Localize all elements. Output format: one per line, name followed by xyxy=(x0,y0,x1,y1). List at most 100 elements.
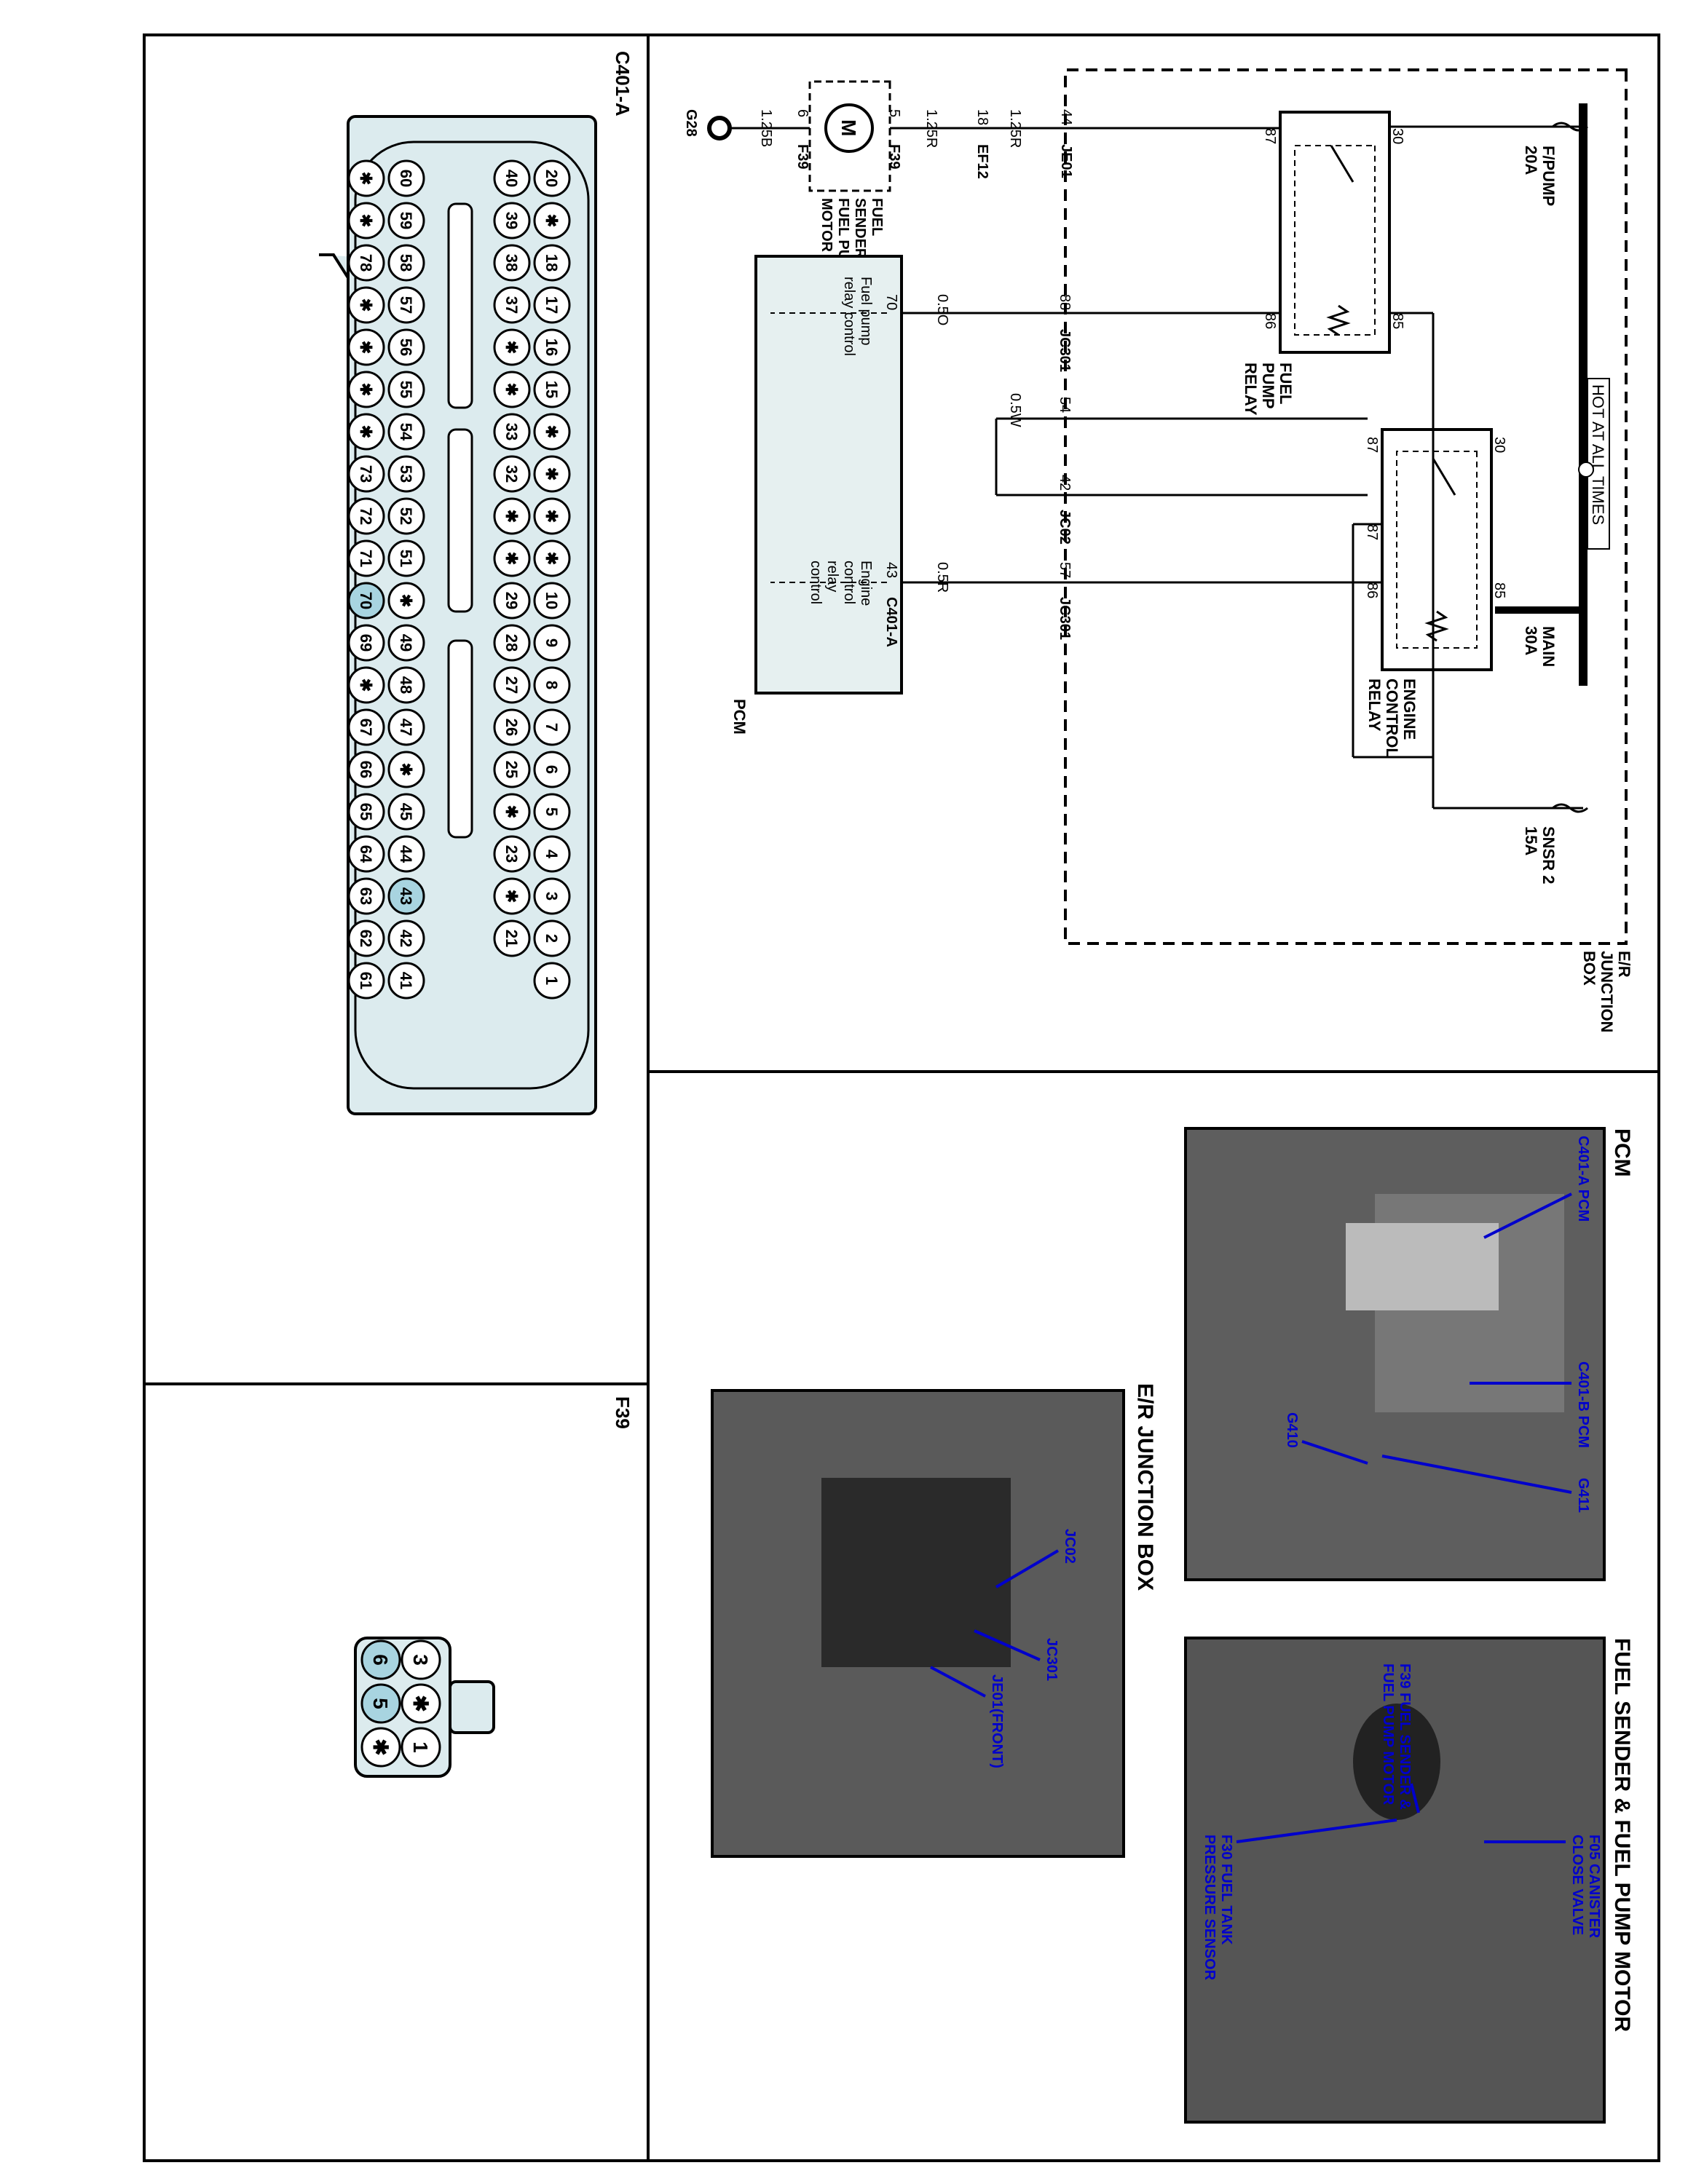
c401a-pin-label: 5 xyxy=(543,807,561,816)
er-junction-box-label: E/R JUNCTION BOX xyxy=(1580,951,1633,1032)
c401a-pin-label: 47 xyxy=(397,719,415,736)
c401a-pin-label: 45 xyxy=(397,803,415,820)
er-photo-labels: JC02 JC301 JE01(FRONT) xyxy=(989,1529,1078,1768)
svg-text:PRESSURE SENSOR: PRESSURE SENSOR xyxy=(1202,1835,1218,1981)
c401a-pin-label: ✱ xyxy=(543,510,561,523)
c401a-pin xyxy=(493,666,531,704)
svg-text:SENDER &: SENDER & xyxy=(852,198,868,273)
c401a-pin xyxy=(347,286,385,324)
svg-text:JC301: JC301 xyxy=(1057,597,1073,640)
c401a-pin-label: 65 xyxy=(357,803,375,820)
c401a-pin xyxy=(533,582,571,620)
c401a-pin xyxy=(347,708,385,746)
c401a-pin-label: 70 xyxy=(357,592,375,609)
pcm-photo-title: PCM xyxy=(1610,1128,1634,1177)
c401a-pin-label: 27 xyxy=(502,676,521,694)
c401a-pin xyxy=(347,751,385,788)
c401a-pin xyxy=(533,371,571,408)
c401a-pin-label: 8 xyxy=(543,681,561,689)
f39-pin-label: 5 xyxy=(369,1698,392,1709)
svg-text:EF12: EF12 xyxy=(974,144,990,179)
c401a-pin-label: 18 xyxy=(543,254,561,272)
er-photo-title: E/R JUNCTION BOX xyxy=(1133,1383,1157,1591)
svg-text:RELAY: RELAY xyxy=(1242,363,1260,416)
hot-at-all-times-label: HOT AT ALL TIMES xyxy=(1578,378,1610,550)
c401a-pin-label: ✱ xyxy=(502,510,521,523)
svg-text:FUEL: FUEL xyxy=(869,198,885,236)
c401a-pin-label: ✱ xyxy=(502,552,521,565)
engine-control-relay-coil-area xyxy=(1396,451,1478,649)
c401a-pin-label: ✱ xyxy=(357,298,375,312)
c401a-pin xyxy=(347,328,385,366)
svg-text:42: 42 xyxy=(1057,475,1073,491)
pcm-photo-arrows xyxy=(1301,1192,1572,1494)
c401a-pin xyxy=(387,793,425,831)
c401a-pin xyxy=(493,751,531,788)
c401a-pin-label: ✱ xyxy=(502,890,521,903)
c401a-pin-label: 69 xyxy=(357,634,375,652)
c401a-pin-label: 58 xyxy=(397,254,415,272)
c401a-pin-label: 78 xyxy=(357,254,375,272)
c401a-pin-label: 9 xyxy=(543,638,561,647)
svg-text:C401-A PCM: C401-A PCM xyxy=(1575,1136,1591,1222)
er-photo-arrows xyxy=(930,1549,1060,1698)
c401a-pin xyxy=(493,919,531,957)
f39-panel: F39 36✱51✱ xyxy=(354,1396,634,1778)
c401a-pin xyxy=(493,582,531,620)
pcm-photo-panel: PCM C401-A PCM C401-B PCM G410 G411 xyxy=(1184,1127,1634,1581)
svg-text:HOT AT ALL TIMES: HOT AT ALL TIMES xyxy=(1589,384,1607,525)
c401a-pin-label: 26 xyxy=(502,719,521,736)
c401a-pin xyxy=(347,539,385,577)
c401a-pin-label: 23 xyxy=(502,845,521,863)
svg-text:F39: F39 xyxy=(886,144,902,169)
c401a-panel: C401-A 20✱18171615✱✱✱✱109876543214039383… xyxy=(319,51,634,1115)
c401a-pin-label: 3 xyxy=(543,892,561,901)
engine-control-relay-coil xyxy=(1424,610,1449,642)
c401a-pin-label: 32 xyxy=(502,465,521,483)
pcm-label: PCM xyxy=(730,699,749,735)
jc301-top-label: 88 JC301 xyxy=(1057,294,1073,372)
fuel-photo-arrows xyxy=(1236,1783,1566,1843)
c401a-pin-label: 42 xyxy=(397,930,415,947)
wire-1-25r-b: 1.25R xyxy=(923,109,939,148)
c401a-pin xyxy=(533,159,571,197)
c401a-pin xyxy=(493,455,531,493)
f39-pin xyxy=(401,1727,441,1768)
svg-text:FUEL PUMP MOTOR: FUEL PUMP MOTOR xyxy=(1380,1663,1396,1805)
c401a-pin xyxy=(387,244,425,282)
c401a-pin xyxy=(347,582,385,620)
wire-0-5r: 0.5R xyxy=(934,562,950,593)
c401a-pin-label: 64 xyxy=(357,845,375,863)
c401a-pin-label: 39 xyxy=(502,212,521,229)
c401a-pin xyxy=(387,202,425,240)
c401a-pin-label: 21 xyxy=(502,930,521,947)
pcm-engine-control-text: Engine control relay control xyxy=(808,561,874,606)
svg-text:88: 88 xyxy=(1057,294,1073,310)
c401a-pin xyxy=(387,328,425,366)
c401a-pin-label: 28 xyxy=(502,634,521,652)
pcm-pin-70: 70 xyxy=(883,294,899,310)
svg-text:RELAY: RELAY xyxy=(1365,678,1384,732)
pcm-connector-label: C401-A xyxy=(883,597,899,647)
f39-pin-grid: 36✱51✱ xyxy=(360,1639,441,1768)
c401a-pin xyxy=(347,624,385,662)
er-photo-panel: E/R JUNCTION BOX JC02 JC301 JE01(FRONT) xyxy=(711,1383,1157,1858)
svg-text:relay: relay xyxy=(824,561,840,592)
svg-text:relay control: relay control xyxy=(841,277,857,356)
c401a-pin xyxy=(493,793,531,831)
c401a-pin xyxy=(533,328,571,366)
c401a-pin-label: ✱ xyxy=(543,552,561,565)
c401a-pin-label: 10 xyxy=(543,592,561,609)
c401a-pin xyxy=(347,455,385,493)
c401a-pin xyxy=(347,159,385,197)
c401a-pin xyxy=(347,877,385,915)
snsr-fuse-symbol xyxy=(1552,803,1588,813)
c401a-pin-label: ✱ xyxy=(357,425,375,438)
c401a-pin xyxy=(533,286,571,324)
svg-text:CONTROL: CONTROL xyxy=(1383,678,1401,758)
engine-control-relay-switch xyxy=(1432,458,1456,496)
c401a-pin-label: 52 xyxy=(397,507,415,525)
c401a-pin-label: 40 xyxy=(502,170,521,187)
c401a-pin xyxy=(493,877,531,915)
pcm-fuel-pump-control-text: Fuel pump relay control xyxy=(841,277,874,356)
